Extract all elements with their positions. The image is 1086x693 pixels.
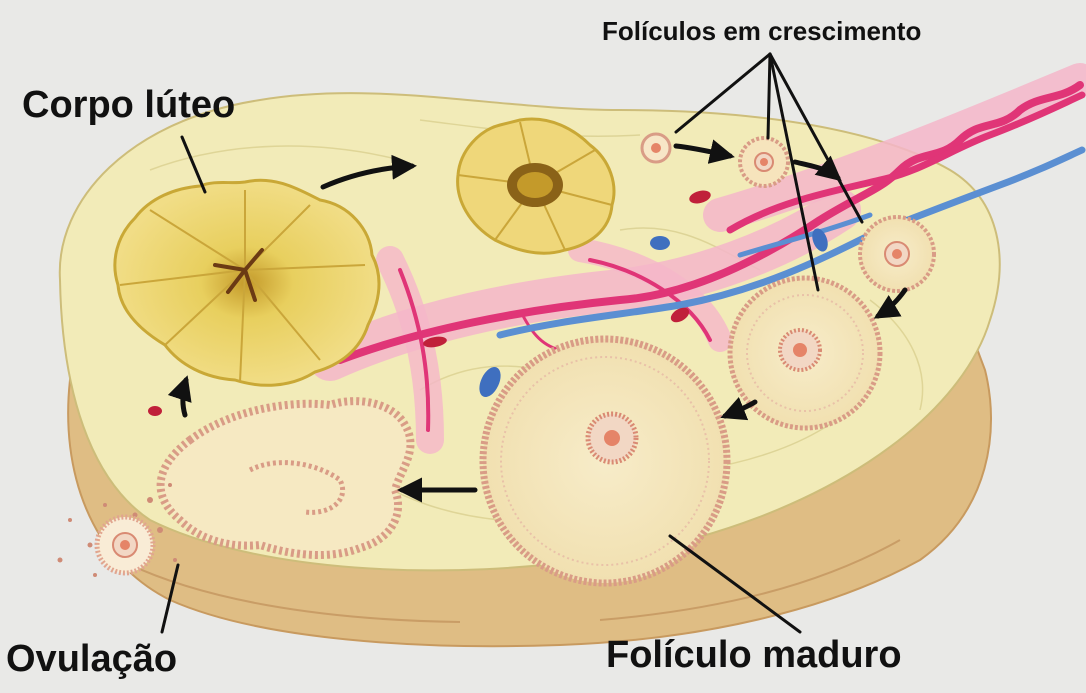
mature-follicle (483, 339, 727, 583)
label-foliculos-em-crescimento: Folículos em crescimento (602, 18, 921, 44)
label-foliculo-maduro: Folículo maduro (606, 636, 902, 674)
secondary-follicle (860, 217, 934, 291)
released-oocyte (97, 517, 153, 573)
label-corpo-luteo: Corpo lúteo (22, 86, 235, 124)
primary-follicle (740, 138, 788, 186)
primordial-follicle (642, 134, 670, 162)
label-ovulacao: Ovulação (6, 640, 177, 678)
